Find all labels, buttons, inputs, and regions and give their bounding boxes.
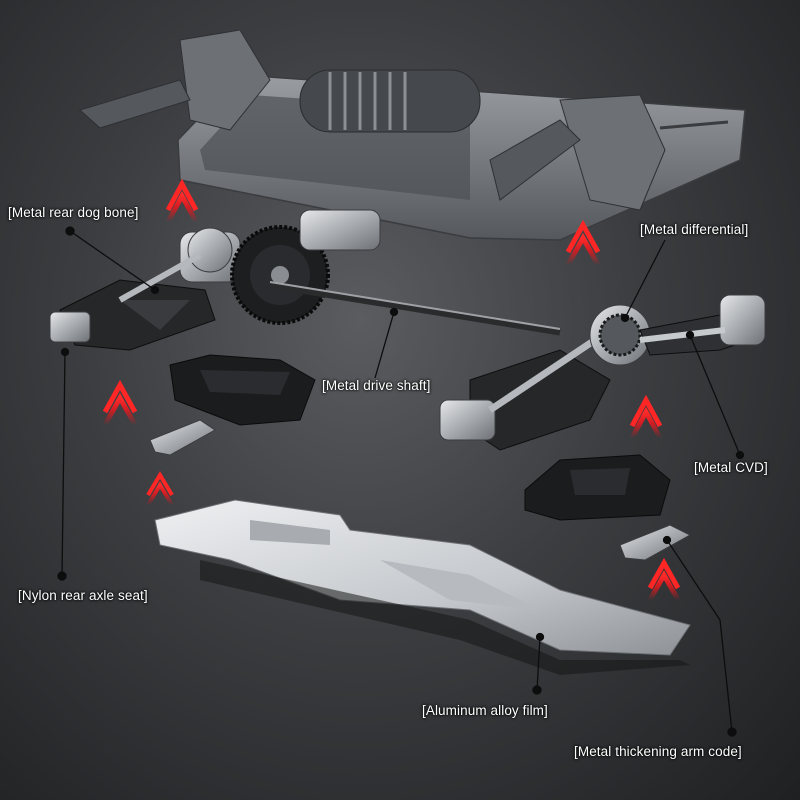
callout-rear-dog-bone: [Metal rear dog bone] <box>8 205 139 220</box>
red-arrow-icon-4 <box>565 219 601 267</box>
leader-rear-axle-seat <box>57 347 70 581</box>
rear-axle-assembly <box>49 227 241 351</box>
red-arrow-icon-5 <box>629 394 663 440</box>
aluminum-alloy-plate <box>154 499 691 675</box>
callout-cvd: [Metal CVD] <box>694 460 768 475</box>
red-arrow-icon-1 <box>165 178 199 224</box>
callout-rear-axle-seat: [Nylon rear axle seat] <box>18 588 148 603</box>
leader-differential <box>620 239 666 323</box>
leader-alloy-film <box>532 632 545 695</box>
main-chassis-frame <box>79 29 746 241</box>
leader-rear-dog-bone <box>65 226 160 295</box>
arm-code-left <box>149 419 216 456</box>
arm-code-right <box>619 524 692 561</box>
callout-differential: [Metal differential] <box>640 222 749 237</box>
nylon-mount-left <box>169 354 316 426</box>
callout-drive-shaft: [Metal drive shaft] <box>322 378 431 393</box>
callout-alloy-film: [Aluminum alloy film] <box>422 703 548 718</box>
red-arrow-icon-6 <box>647 557 681 602</box>
drive-shaft <box>269 281 561 336</box>
spur-gear <box>230 209 381 325</box>
red-arrow-icon-3 <box>146 471 174 507</box>
red-arrow-icon-2 <box>102 379 138 427</box>
callout-arm-code: [Metal thickening arm code] <box>574 744 742 759</box>
leader-cvd <box>685 330 745 460</box>
leader-drive-shaft <box>374 307 399 379</box>
front-axle-assembly <box>439 294 766 451</box>
nylon-mount-right <box>524 454 671 521</box>
leader-arm-code <box>662 535 737 737</box>
